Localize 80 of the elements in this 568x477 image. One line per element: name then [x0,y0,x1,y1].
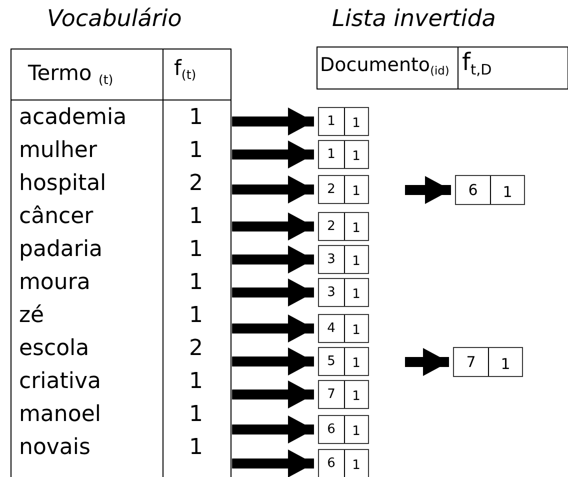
posting-box [318,278,369,307]
term-text: mulher [19,140,98,162]
arrow [232,416,314,444]
table-title: Vocabulário [47,8,182,31]
term-text: zé [19,305,44,327]
term-frequency: 1 [344,176,368,203]
term-text: manoel [19,404,101,426]
frequency-value: 1 [189,272,203,294]
posting-box [318,140,369,169]
frequency-value: 1 [189,206,203,228]
posting-box [318,175,369,204]
posting-box [318,314,369,343]
document-id: 6 [467,180,479,201]
term-frequency: 1 [490,176,524,204]
frequency-value: 1 [189,437,203,459]
document-id: 3 [326,251,336,269]
posting-box [318,107,369,136]
term-frequency: 1 [344,279,368,306]
column-header: f$_{(t)}$ [174,58,196,82]
term-frequency: 1 [344,213,368,240]
document-id: 4 [326,320,336,338]
column-header: f$_{t,D}$ [462,50,492,78]
arrow [232,108,314,136]
frequency-value: 1 [189,140,203,162]
arrow [232,380,314,408]
arrow [405,176,451,204]
frequency-value: 1 [189,404,203,426]
term-frequency: 1 [344,141,368,168]
term-text: criativa [19,371,101,393]
column-header: Documento$_{(id)}$ [320,56,450,77]
arrow [232,246,314,274]
term-frequency: 1 [344,348,368,375]
frequency-value: 2 [189,338,203,360]
term-text: academia [19,107,127,129]
posting-box [318,347,369,376]
document-id: 2 [326,218,336,236]
arrow [232,176,314,204]
document-id: 7 [465,352,477,373]
term-frequency: 1 [344,450,368,477]
term-frequency: 1 [344,381,368,408]
term-frequency: 1 [344,315,368,342]
posting-box [318,380,369,409]
column-header: Termo $_{(t)}$ [28,63,114,86]
term-frequency: 1 [344,416,368,443]
term-text: padaria [19,239,103,261]
document-id: 1 [326,113,336,131]
document-id: 3 [326,284,336,302]
document-id: 2 [326,181,336,199]
table-title: Lista invertida [332,8,496,31]
arrow [232,278,314,306]
term-text: câncer [19,206,94,228]
term-frequency: 1 [344,108,368,135]
document-id: 6 [326,421,336,439]
posting-box [455,175,525,205]
term-text: hospital [19,173,106,195]
posting-box [318,245,369,274]
term-text: escola [19,338,90,360]
arrow [405,348,449,376]
posting-box [318,415,369,444]
frequency-value: 1 [189,107,203,129]
frequency-value: 1 [189,371,203,393]
arrow [232,450,314,477]
arrow [232,140,314,168]
document-id: 5 [326,353,336,371]
document-id: 6 [326,455,336,473]
frequency-value: 1 [189,305,203,327]
term-frequency: 1 [344,246,368,273]
document-id: 7 [326,386,336,404]
frequency-value: 1 [189,239,203,261]
arrow [232,314,314,342]
posting-box [318,212,369,241]
term-text: moura [19,272,90,294]
document-id: 1 [326,146,336,164]
term-text: novais [19,437,90,459]
posting-box [318,449,369,477]
term-frequency: 1 [488,348,522,376]
frequency-value: 2 [189,173,203,195]
posting-box [453,347,523,377]
arrow [232,348,314,376]
arrow [232,212,314,240]
